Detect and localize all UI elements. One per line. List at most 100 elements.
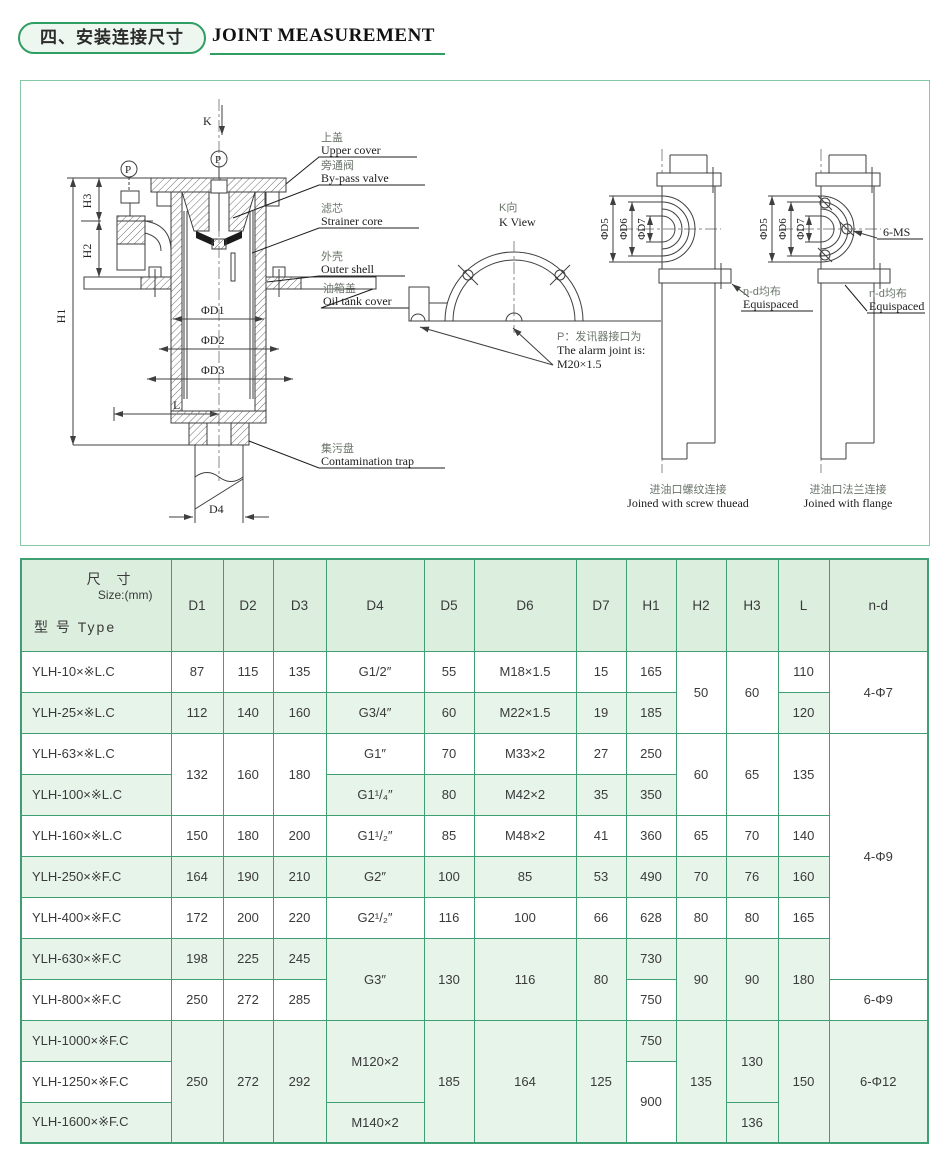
flange-view: ΦD5 ΦD6 ΦD7 6-MS n-d均布 Equispaced 进油口法 <box>758 149 925 510</box>
column-header-H2: H2 <box>675 558 727 652</box>
model-cell: YLH-1250×※F.C <box>20 1060 172 1103</box>
dim-h3-label: H3 <box>80 194 94 209</box>
dimension-cell: 80 <box>575 937 627 1021</box>
dim-h2-label: H2 <box>80 244 94 259</box>
k-view-label-en: K View <box>499 215 536 229</box>
dim-d2-label: ΦD2 <box>201 333 224 347</box>
dimension-cell: 125 <box>575 1019 627 1144</box>
bypass-valve-label-cn: 旁通阀 <box>321 158 354 172</box>
corner-size-unit: Size:(mm) <box>97 588 153 602</box>
upper-cover-label-en: Upper cover <box>321 143 381 157</box>
column-header-D7: D7 <box>575 558 627 652</box>
contamination-trap-label-cn: 集污盘 <box>321 441 354 455</box>
dimension-cell: 70 <box>675 855 727 898</box>
dimension-cell: 87 <box>170 650 224 693</box>
dimension-cell: M42×2 <box>473 773 577 816</box>
outer-shell-label-cn: 外壳 <box>321 249 343 263</box>
model-cell: YLH-63×※L.C <box>20 732 172 775</box>
contamination-trap-label-en: Contamination trap <box>321 454 414 468</box>
dimension-cell: G2″ <box>325 855 425 898</box>
dimension-cell: 190 <box>222 855 274 898</box>
dimension-cell: 490 <box>625 855 677 898</box>
dimension-cell: M33×2 <box>473 732 577 775</box>
dimension-cell: 136 <box>725 1101 779 1144</box>
dimension-cell: 15 <box>575 650 627 693</box>
dimension-cell: 150 <box>170 814 224 857</box>
dimension-cell: 200 <box>222 896 274 939</box>
dimension-cell: 272 <box>222 1019 274 1144</box>
upper-cover-label-cn: 上盖 <box>321 130 343 144</box>
dimension-cell: 4-Φ9 <box>828 732 929 980</box>
dimension-cell: 60 <box>423 691 475 734</box>
dimension-cell: 112 <box>170 691 224 734</box>
oil-tank-cover-label-cn: 油箱盖 <box>323 281 356 295</box>
dimension-cell: 130 <box>725 1019 779 1103</box>
dim-d3-label: ΦD3 <box>201 363 224 377</box>
dimension-cell: 200 <box>272 814 327 857</box>
k-view-label-cn: K向 <box>499 200 517 214</box>
dimension-cell: M120×2 <box>325 1019 425 1103</box>
dim-d6-label-flange: ΦD6 <box>777 218 789 240</box>
technical-drawing-box: K P P <box>20 80 930 546</box>
dim-d5-label-flange: ΦD5 <box>758 218 770 240</box>
dimension-cell: 628 <box>625 896 677 939</box>
alarm-joint-note-en: The alarm joint is: <box>557 343 645 357</box>
dimension-cell: 80 <box>725 896 779 939</box>
dimension-cell: 180 <box>777 937 830 1021</box>
dim-d4-label: D4 <box>209 502 224 516</box>
flange-caption-en: Joined with flange <box>804 496 893 510</box>
dimension-cell: 292 <box>272 1019 327 1144</box>
p-gauge-center: P <box>215 154 221 166</box>
column-header-D3: D3 <box>272 558 327 652</box>
dimension-cell: 165 <box>777 896 830 939</box>
dimension-cell: 210 <box>272 855 327 898</box>
screw-caption-en: Joined with screw thuead <box>627 496 749 510</box>
strainer-core-label-en: Strainer core <box>321 214 383 228</box>
dimension-cell: 135 <box>272 650 327 693</box>
dimension-cell: 140 <box>777 814 830 857</box>
model-cell: YLH-100×※L.C <box>20 773 172 816</box>
column-header-D1: D1 <box>170 558 224 652</box>
dim-d6-label-screw: ΦD6 <box>618 218 630 240</box>
dimension-cell: 53 <box>575 855 627 898</box>
dimension-cell: 85 <box>423 814 475 857</box>
dimension-cell: 76 <box>725 855 779 898</box>
dimension-cell: M22×1.5 <box>473 691 577 734</box>
dimension-cell: 60 <box>675 732 727 816</box>
dim-d7-label-flange: ΦD7 <box>795 218 807 240</box>
p-gauge-left: P <box>125 164 131 176</box>
dimension-cell: 180 <box>272 732 327 816</box>
dimension-cell: 250 <box>170 978 224 1021</box>
dimension-cell: 220 <box>272 896 327 939</box>
dimension-cell: 285 <box>272 978 327 1021</box>
dimension-cell: 19 <box>575 691 627 734</box>
dimension-cell: 130 <box>423 937 475 1021</box>
dimension-cell: 27 <box>575 732 627 775</box>
dimension-cell: 60 <box>725 650 779 734</box>
dimension-cell: 55 <box>423 650 475 693</box>
model-cell: YLH-630×※F.C <box>20 937 172 980</box>
equispaced-label-flange-cn: n-d均布 <box>869 287 907 300</box>
dimension-cell: 100 <box>473 896 577 939</box>
column-header-H3: H3 <box>725 558 779 652</box>
dimension-cell: 160 <box>777 855 830 898</box>
model-cell: YLH-250×※F.C <box>20 855 172 898</box>
dimension-cell: 272 <box>222 978 274 1021</box>
strainer-core-label-cn: 滤芯 <box>321 201 343 215</box>
dimension-cell: 50 <box>675 650 727 734</box>
dimension-cell: 185 <box>423 1019 475 1144</box>
dimension-cell: 180 <box>222 814 274 857</box>
dimension-cell: 250 <box>170 1019 224 1144</box>
technical-drawing: K P P <box>54 99 925 523</box>
screw-thread-view: ΦD5 ΦD6 ΦD7 n-d均布 Equispaced 进油口螺纹连接 Joi… <box>599 149 813 510</box>
section-pill: 四、安装连接尺寸 <box>18 22 206 54</box>
dimension-cell: 135 <box>675 1019 727 1144</box>
section-title-en: JOINT MEASUREMENT <box>210 25 445 55</box>
